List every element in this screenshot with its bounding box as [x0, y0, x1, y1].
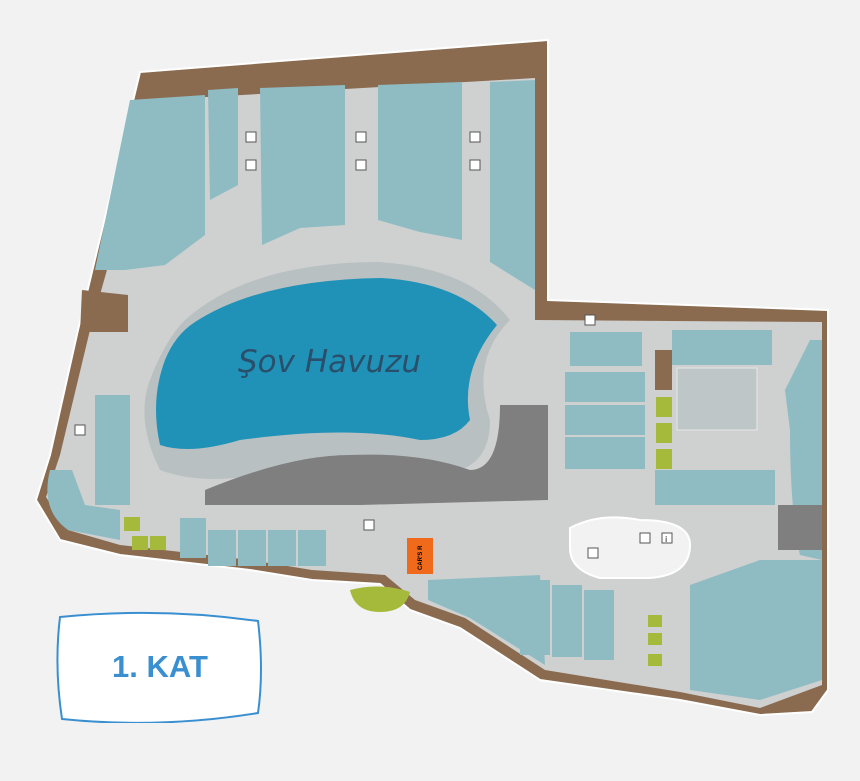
store-east-2[interactable]	[565, 372, 645, 402]
store-south-east[interactable]	[428, 575, 545, 665]
store-east-5[interactable]	[672, 330, 772, 365]
store-east-3[interactable]	[565, 405, 645, 435]
amenity-wc-center	[350, 586, 410, 612]
amenity-wc-west-3	[150, 536, 166, 550]
store-west-curve[interactable]	[47, 470, 120, 540]
amenity-wc-west-2	[132, 536, 148, 550]
store-south-mid-3[interactable]	[584, 590, 614, 660]
amenity-east-3	[656, 449, 672, 469]
pool-label: Şov Havuzu	[238, 344, 421, 380]
store-cars-r[interactable]	[407, 538, 433, 574]
store-north-west[interactable]	[95, 95, 205, 270]
store-north-4[interactable]	[490, 80, 535, 290]
store-south-mid-1[interactable]	[520, 580, 550, 655]
amenity-wc-east-2	[648, 633, 662, 645]
store-west[interactable]	[95, 395, 130, 505]
escalator-icon	[74, 131, 651, 559]
amenity-wc-east-1	[648, 615, 662, 627]
floor-label: 1. KAT	[112, 649, 208, 684]
store-cars-r-label: CAR'S R	[418, 545, 424, 570]
store-north-3[interactable]	[378, 82, 462, 240]
store-south-3[interactable]	[268, 530, 296, 566]
store-east-4[interactable]	[565, 437, 645, 469]
service-west	[80, 290, 128, 332]
store-south-4[interactable]	[298, 530, 326, 566]
service-east	[655, 350, 672, 390]
info-icon: i	[661, 532, 673, 544]
store-south-1[interactable]	[208, 530, 236, 566]
store-east-6[interactable]	[676, 367, 758, 431]
store-north-2[interactable]	[260, 85, 345, 245]
store-east-1[interactable]	[570, 332, 642, 366]
dark-zone	[205, 405, 548, 505]
store-south-2[interactable]	[238, 530, 266, 566]
amenity-east-2	[656, 423, 672, 443]
dark-zone-east	[778, 505, 822, 550]
svg-text:i: i	[665, 535, 667, 544]
store-south-mid-2[interactable]	[552, 585, 582, 657]
amenity-wc-east-3	[648, 654, 662, 666]
floor-badge	[56, 611, 262, 723]
amenity-east-1	[656, 397, 672, 417]
show-pool	[156, 278, 497, 449]
amenity-wc-west-1	[124, 517, 140, 531]
store-south-far-east[interactable]	[690, 560, 822, 700]
store-north-1[interactable]	[208, 88, 238, 200]
store-east-7[interactable]	[655, 470, 775, 505]
plaza-open-area	[569, 516, 692, 579]
store-south-5[interactable]	[180, 518, 206, 558]
